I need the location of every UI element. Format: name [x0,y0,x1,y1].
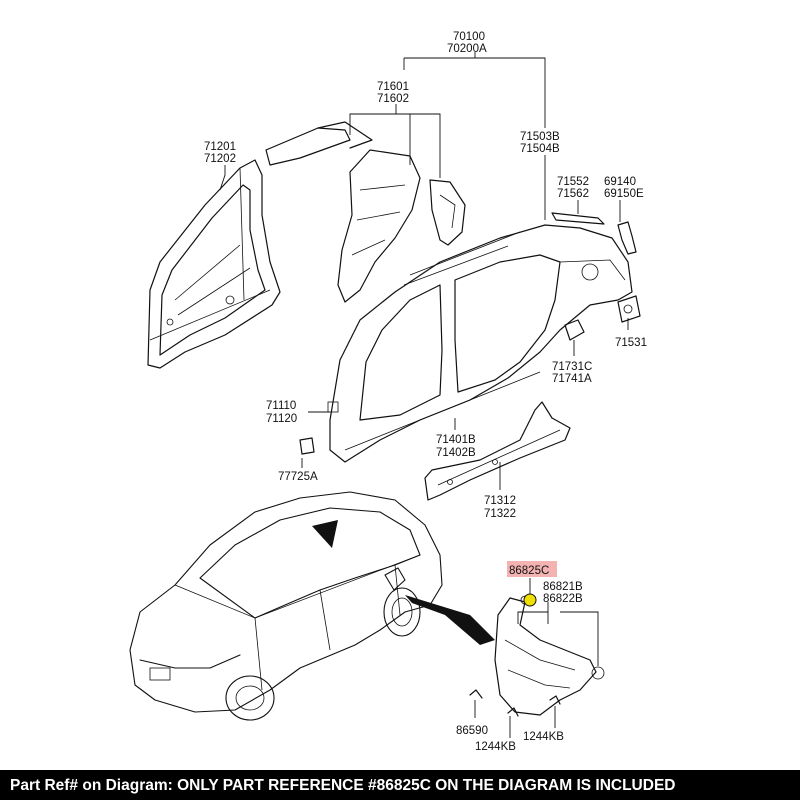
diagram-canvas: 70100 70200A 71601 71602 71201 71202 715… [129,31,647,753]
label-70200A: 70200A [447,43,487,55]
part-71601-roof-rail [265,121,466,303]
label-71731C: 71731C [552,361,592,373]
part-71503B-side-outer [327,224,633,463]
label-71504B: 71504B [520,143,560,155]
highlight-box [507,561,557,577]
label-71602: 71602 [377,93,409,105]
label-1244KB-right: 1244KB [523,731,564,743]
label-71531: 71531 [615,337,647,349]
label-86821B: 86821B [543,581,583,593]
part-labels: 70100 70200A 71601 71602 71201 71202 715… [204,31,647,753]
part-71531-cover [617,295,641,323]
leader-lines [219,52,629,738]
part-71312-sill [424,401,571,501]
label-77725A: 77725A [278,471,318,483]
label-69150E: 69150E [604,188,644,200]
label-71322: 71322 [484,508,516,520]
part-71552-strip [551,212,605,225]
footer-text: Part Ref# on Diagram: ONLY PART REFERENC… [10,777,676,794]
label-71312: 71312 [484,495,516,507]
label-71741A: 71741A [552,373,592,385]
part-77725A-clip [299,437,315,455]
label-71503B: 71503B [520,131,560,143]
label-71562: 71562 [557,188,589,200]
label-71402B: 71402B [436,447,476,459]
label-71110: 71110 [266,400,296,412]
part-71731C-bracket [564,319,585,341]
label-71552: 71552 [557,176,589,188]
label-86822B: 86822B [543,593,583,605]
label-86825C: 86825C [509,565,549,577]
label-69140: 69140 [604,176,636,188]
footer-banner: Part Ref# on Diagram: ONLY PART REFERENC… [0,770,800,800]
part-69140-bracket [617,221,637,255]
part-71201-front-pillar [147,159,281,369]
part-86821B-wheel-guard [494,595,605,716]
screws-1244KB [469,689,561,717]
label-1244KB-left: 1244KB [475,741,516,753]
label-70100: 70100 [453,31,485,43]
label-86590: 86590 [456,725,488,737]
label-71201: 71201 [204,141,236,153]
label-71120: 71120 [266,413,297,425]
label-71601: 71601 [377,81,409,93]
label-71401B: 71401B [436,434,476,446]
label-71202: 71202 [204,153,236,165]
part-86825C-clip [523,593,537,607]
car-illustration [129,491,495,721]
